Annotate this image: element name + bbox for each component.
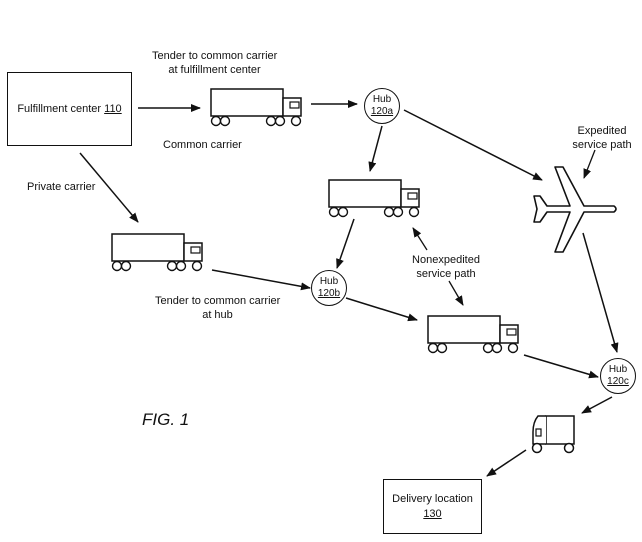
arrow-truck4-to-hub-c: [523, 354, 599, 379]
tender-hub-line1: Tender to common carrier: [155, 295, 281, 307]
expedited-line1: Expedited: [577, 125, 627, 137]
delivery-van-icon: [531, 415, 575, 454]
hub-c-ref: 120c: [607, 376, 629, 387]
hub-b-truck-icon: [427, 315, 519, 354]
delivery-location-ref: 130: [423, 507, 442, 520]
tender-fc-label: Tender to common carrier at fulfillment …: [152, 49, 277, 77]
arrow-hub-a-to-truck3: [368, 125, 383, 172]
common-carrier-truck-icon: [210, 88, 302, 127]
private-carrier-label: Private carrier: [27, 181, 96, 193]
arrow-van-to-delivery: [486, 449, 527, 477]
nonexpedited-line2: service path: [416, 268, 476, 280]
hub-120b: Hub 120b: [311, 270, 347, 306]
airplane-icon: [533, 166, 617, 253]
delivery-location-label: Delivery location: [392, 492, 473, 505]
hub-c-label: Hub: [608, 364, 628, 375]
arrow-nonexpedited-down: [448, 280, 464, 306]
arrow-fc-to-truck2: [79, 152, 139, 223]
tender-fc-line1: Tender to common carrier: [152, 50, 278, 62]
fulfillment-center-ref: 110: [104, 102, 122, 115]
figure-label: FIG. 1: [142, 410, 190, 429]
nonexpedited-line1: Nonexpedited: [412, 254, 480, 266]
arrow-truck2-to-hub-b: [211, 269, 311, 291]
expedited-path-label: Expedited service path: [567, 124, 637, 152]
hub-b-label: Hub: [319, 276, 339, 287]
private-carrier-truck-icon: [111, 233, 203, 272]
expedited-line2: service path: [572, 139, 632, 151]
arrow-nonexpedited-up: [412, 227, 428, 251]
arrow-airplane-to-hub-c: [582, 232, 619, 353]
arrow-hub-b-to-truck4: [345, 297, 418, 322]
hub-120a: Hub 120a: [364, 88, 400, 124]
common-carrier-label: Common carrier: [163, 139, 242, 151]
hub-a-truck-icon: [328, 179, 420, 218]
hub-b-ref: 120b: [317, 288, 341, 299]
arrow-truck3-to-hub-b: [336, 218, 355, 269]
delivery-location-node: Delivery location 130: [383, 479, 482, 534]
arrow-hub-c-to-van: [581, 396, 613, 414]
tender-hub-line2: at hub: [202, 309, 233, 321]
fulfillment-center-node: Fulfillment center 110: [7, 72, 132, 146]
fulfillment-center-label: Fulfillment center: [17, 102, 102, 115]
arrow-hub-a-to-airplane: [403, 109, 543, 181]
hub-a-ref: 120a: [370, 106, 394, 117]
arrow-expedited-label: [583, 149, 596, 179]
hub-120c: Hub 120c: [600, 358, 636, 394]
nonexpedited-path-label: Nonexpedited service path: [406, 253, 486, 281]
tender-hub-label: Tender to common carrier at hub: [155, 294, 280, 322]
hub-a-label: Hub: [372, 94, 392, 105]
tender-fc-line2: at fulfillment center: [168, 64, 261, 76]
